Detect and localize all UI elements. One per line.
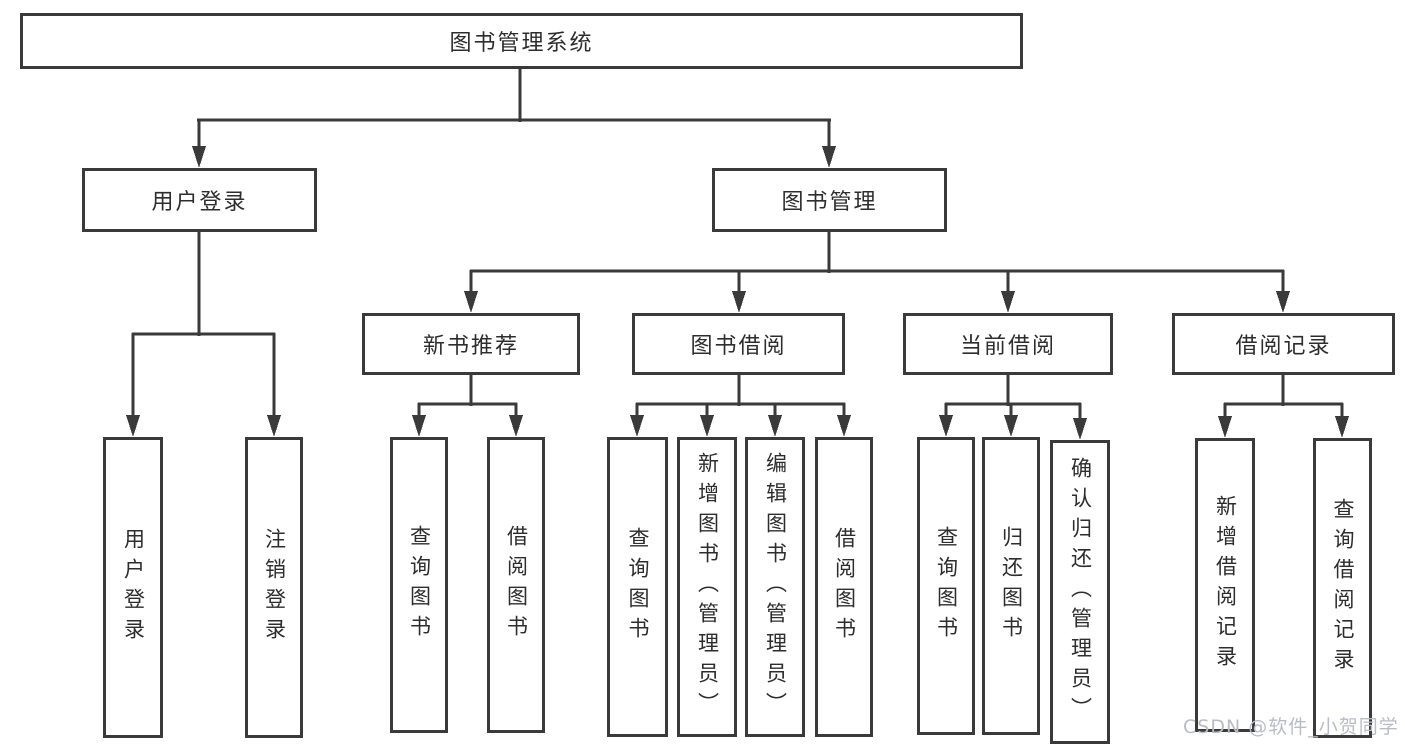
node-root-label: 图书管理系统 xyxy=(449,31,594,56)
node-new-book-recommend: 新书推荐 xyxy=(362,313,580,375)
leaf-add-borrow-record: 新增借阅记录 xyxy=(1195,438,1255,732)
leaf-user-login-label: 用户登录 xyxy=(121,527,146,648)
leaf-query-books-current-label: 查询图书 xyxy=(934,526,959,646)
node-book-borrowing-label: 图书借阅 xyxy=(690,334,787,359)
leaf-borrow-books-recommend: 借阅图书 xyxy=(487,437,545,733)
node-user-login-label: 用户登录 xyxy=(151,190,248,215)
leaf-confirm-return-admin-label: 确认归还（管理员） xyxy=(1068,457,1093,727)
node-root: 图书管理系统 xyxy=(20,13,1023,69)
leaf-confirm-return-admin: 确认归还（管理员） xyxy=(1050,440,1110,744)
leaf-return-books: 归还图书 xyxy=(982,437,1040,735)
node-borrow-records-label: 借阅记录 xyxy=(1235,334,1332,359)
leaf-add-book-admin-label: 新增图书（管理员） xyxy=(695,452,720,722)
node-book-management: 图书管理 xyxy=(712,168,947,232)
node-book-management-label: 图书管理 xyxy=(781,190,878,215)
node-current-borrowing-label: 当前借阅 xyxy=(959,334,1056,359)
node-new-book-recommend-label: 新书推荐 xyxy=(422,334,519,359)
node-borrow-records: 借阅记录 xyxy=(1172,313,1395,375)
leaf-query-borrow-record-label: 查询借阅记录 xyxy=(1331,498,1355,678)
node-book-borrowing: 图书借阅 xyxy=(632,313,845,375)
leaf-query-books-borrowing-label: 查询图书 xyxy=(626,527,650,647)
leaf-query-books-recommend: 查询图书 xyxy=(390,437,448,733)
leaf-query-books-borrowing: 查询图书 xyxy=(607,437,668,737)
leaf-user-login: 用户登录 xyxy=(103,437,163,738)
csdn-watermark: CSDN @软件_小贺同学 xyxy=(1183,716,1399,738)
leaf-add-borrow-record-label: 新增借阅记录 xyxy=(1213,495,1238,675)
leaf-borrow-books-borrowing-label: 借阅图书 xyxy=(832,527,857,647)
leaf-borrow-books-recommend-label: 借阅图书 xyxy=(504,525,529,645)
node-user-login: 用户登录 xyxy=(82,168,317,232)
leaf-query-books-current: 查询图书 xyxy=(917,437,975,735)
leaf-add-book-admin: 新增图书（管理员） xyxy=(677,437,737,737)
leaf-borrow-books-borrowing: 借阅图书 xyxy=(815,437,873,737)
leaf-query-borrow-record: 查询借阅记录 xyxy=(1313,438,1372,738)
leaf-logout: 注销登录 xyxy=(245,437,303,738)
leaf-query-books-recommend-label: 查询图书 xyxy=(407,525,432,645)
leaf-return-books-label: 归还图书 xyxy=(999,526,1024,646)
leaf-edit-book-admin-label: 编辑图书（管理员） xyxy=(763,452,788,722)
leaf-logout-label: 注销登录 xyxy=(262,527,287,648)
leaf-edit-book-admin: 编辑图书（管理员） xyxy=(745,437,805,737)
node-current-borrowing: 当前借阅 xyxy=(903,313,1113,375)
